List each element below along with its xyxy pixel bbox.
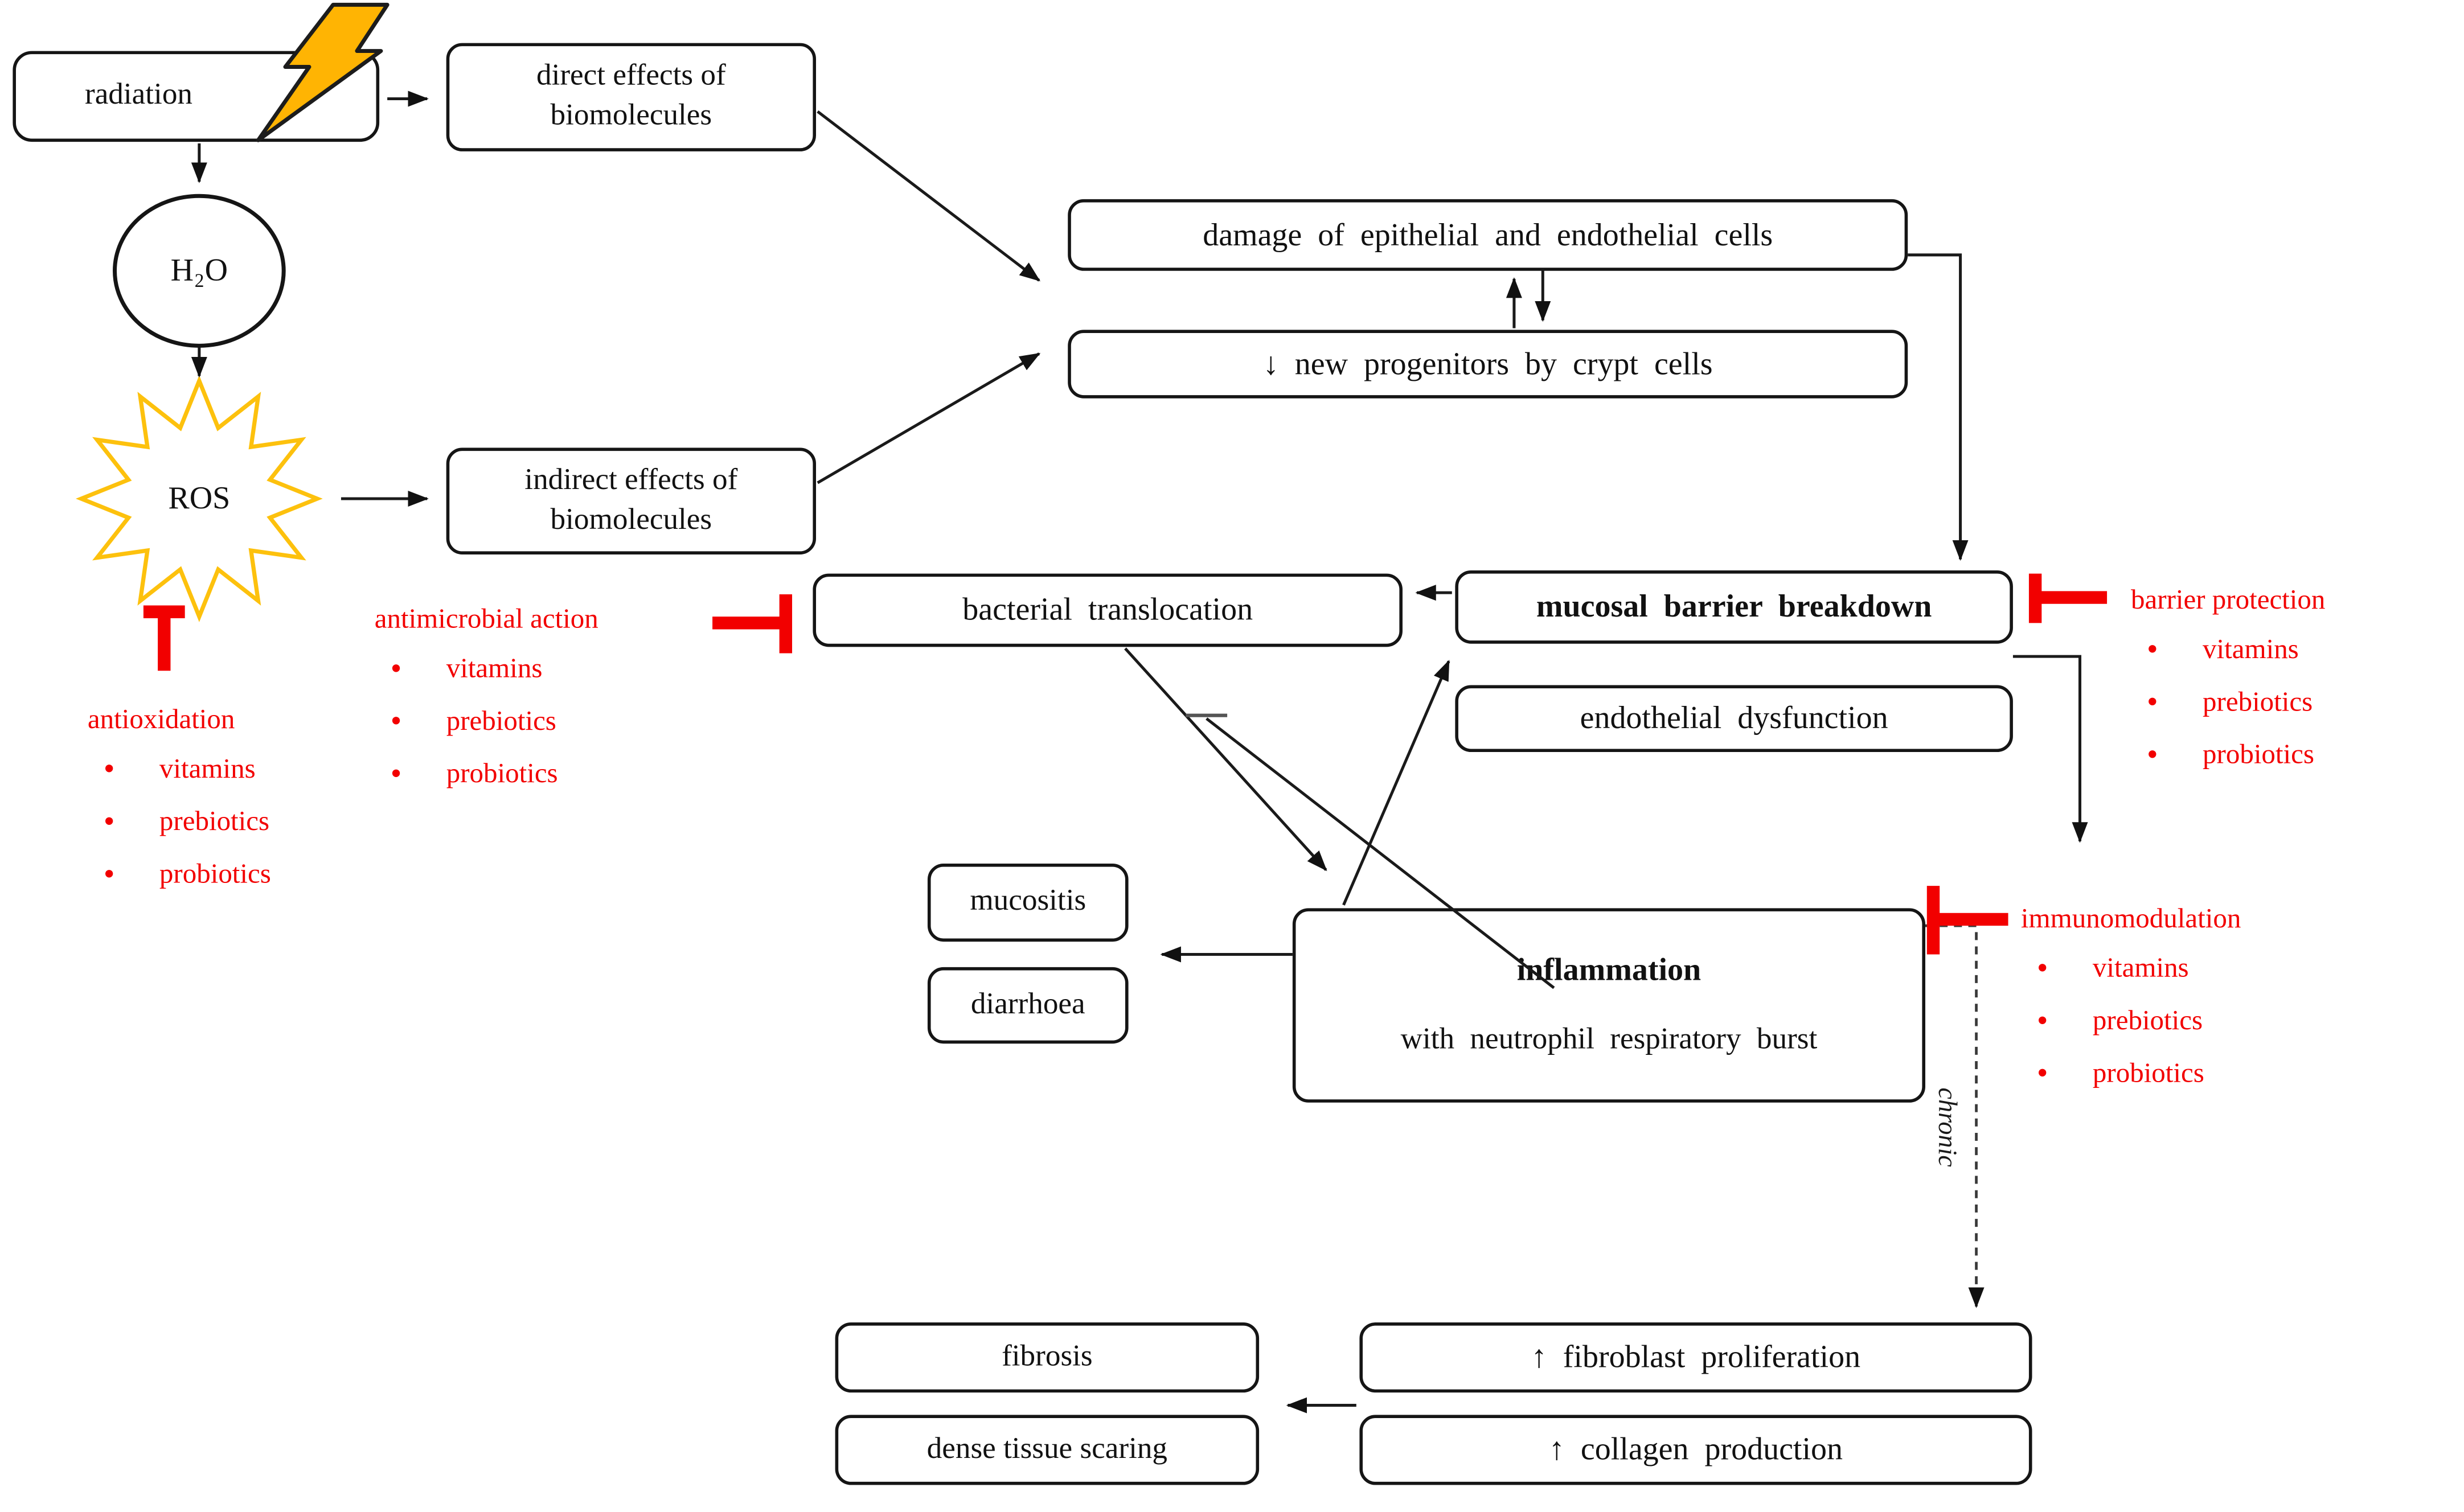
node-h2o-label: H₂O xyxy=(170,252,228,288)
edge-indirect-effects-to-progenitors xyxy=(817,352,1041,484)
node-inflammation: inflammation with neutrophil respiratory… xyxy=(1292,908,1925,1103)
list-item: •probiotics xyxy=(2147,737,2314,773)
edge-bacterial-to-inflammation xyxy=(1124,647,1327,872)
node-inflammation-line1: inflammation xyxy=(1516,953,1702,989)
bullet-icon: • xyxy=(390,756,402,791)
bullet-icon: • xyxy=(103,751,115,787)
edge-label-chronic: chronic xyxy=(1933,1087,1964,1167)
node-collagen-production: ↑ collagen production xyxy=(1359,1415,2032,1485)
node-radiation-label: radiation xyxy=(84,78,193,112)
inhibitor-barrier-protection-icon xyxy=(2028,573,2108,623)
bullet-icon: • xyxy=(2036,1055,2048,1091)
node-damage-cells-label: damage of epithelial and endothelial cel… xyxy=(1203,217,1773,253)
inhibitor-antimicrobial-icon xyxy=(712,594,793,654)
bullet-icon: • xyxy=(390,651,402,686)
node-inflammation-line2: with neutrophil respiratory burst xyxy=(1400,1022,1818,1057)
node-indirect-effects-line1: indirect effects of xyxy=(524,463,738,497)
list-item: •probiotics xyxy=(2036,1055,2204,1091)
list-item: •prebiotics xyxy=(103,804,270,839)
bullet-icon: • xyxy=(103,856,115,891)
node-fibroblast-proliferation-label: ↑ fibroblast proliferation xyxy=(1531,1340,1861,1375)
edge-inflammation-to-mucosal-breakdown xyxy=(1342,659,1450,906)
list-item: •vitamins xyxy=(2036,950,2189,986)
inhibitor-immunomodulation-icon xyxy=(1926,886,2008,955)
node-fibrosis: fibrosis xyxy=(835,1322,1260,1393)
intervention-barrier-protection: barrier protection •vitamins •prebiotics… xyxy=(2131,575,2325,780)
list-item: •vitamins xyxy=(390,651,543,686)
node-collagen-production-label: ↑ collagen production xyxy=(1548,1432,1843,1468)
node-diarrhoea-label: diarrhoea xyxy=(970,987,1085,1021)
bullet-icon: • xyxy=(2147,684,2158,720)
inhibitor-antioxidation-icon xyxy=(143,605,185,671)
node-dense-tissue-scaring: dense tissue scaring xyxy=(835,1415,1260,1485)
list-item: •probiotics xyxy=(103,856,271,891)
intervention-antioxidation: antioxidation •vitamins •prebiotics •pro… xyxy=(88,695,271,900)
node-fibrosis-label: fibrosis xyxy=(1002,1339,1093,1373)
list-item: •prebiotics xyxy=(390,703,556,739)
node-mucosal-barrier-breakdown: mucosal barrier breakdown xyxy=(1455,570,2013,644)
node-indirect-effects-line2: biomolecules xyxy=(550,503,712,536)
edge-breakdown-to-inflammation-elbow xyxy=(2012,655,2088,843)
edge-damage-to-mucosal-breakdown xyxy=(1908,253,1969,561)
node-bacterial-translocation-label: bacterial translocation xyxy=(962,593,1253,628)
node-direct-effects-line1: direct effects of xyxy=(536,59,726,93)
intervention-immunomodulation: immunomodulation •vitamins •prebiotics •… xyxy=(2021,894,2241,1099)
node-ros-label: ROS xyxy=(168,480,231,516)
node-endothelial-dysfunction: endothelial dysfunction xyxy=(1455,685,2013,753)
node-damage-cells: damage of epithelial and endothelial cel… xyxy=(1068,199,1908,271)
bullet-icon: • xyxy=(2147,737,2158,773)
intervention-antioxidation-title: antioxidation xyxy=(87,701,235,734)
intervention-antimicrobial-title: antimicrobial action xyxy=(374,601,598,634)
node-direct-effects: direct effects of biomolecules xyxy=(446,43,817,151)
list-item: •prebiotics xyxy=(2147,684,2313,720)
bullet-icon: • xyxy=(103,804,115,839)
intervention-antimicrobial-action: antimicrobial action •vitamins •prebioti… xyxy=(375,594,598,800)
node-direct-effects-line2: biomolecules xyxy=(550,98,712,133)
node-bacterial-translocation: bacterial translocation xyxy=(813,573,1403,647)
node-indirect-effects: indirect effects of biomolecules xyxy=(446,447,817,554)
edge-direct-effects-to-damage xyxy=(817,110,1041,282)
node-new-progenitors-label: ↓ new progenitors by crypt cells xyxy=(1262,346,1713,382)
list-item: •probiotics xyxy=(390,756,558,791)
node-diarrhoea: diarrhoea xyxy=(927,967,1129,1044)
intervention-immunomodulation-title: immunomodulation xyxy=(2020,901,2241,933)
node-mucositis-label: mucositis xyxy=(970,884,1087,918)
node-dense-tissue-scaring-label: dense tissue scaring xyxy=(926,1432,1168,1465)
node-endothelial-dysfunction-label: endothelial dysfunction xyxy=(1580,701,1888,737)
list-item: •vitamins xyxy=(2147,631,2299,667)
intervention-barrier-title: barrier protection xyxy=(2131,582,2326,614)
list-item: •vitamins xyxy=(103,751,256,787)
bullet-icon: • xyxy=(2147,631,2158,667)
node-mucosal-barrier-breakdown-label: mucosal barrier breakdown xyxy=(1536,589,1932,625)
node-radiation: radiation xyxy=(13,51,380,142)
bullet-icon: • xyxy=(2036,950,2048,986)
node-new-progenitors: ↓ new progenitors by crypt cells xyxy=(1068,330,1908,398)
node-fibroblast-proliferation: ↑ fibroblast proliferation xyxy=(1359,1322,2032,1393)
node-mucositis: mucositis xyxy=(927,863,1129,942)
list-item: •prebiotics xyxy=(2036,1002,2203,1038)
bullet-icon: • xyxy=(2036,1002,2048,1038)
bullet-icon: • xyxy=(390,703,402,739)
